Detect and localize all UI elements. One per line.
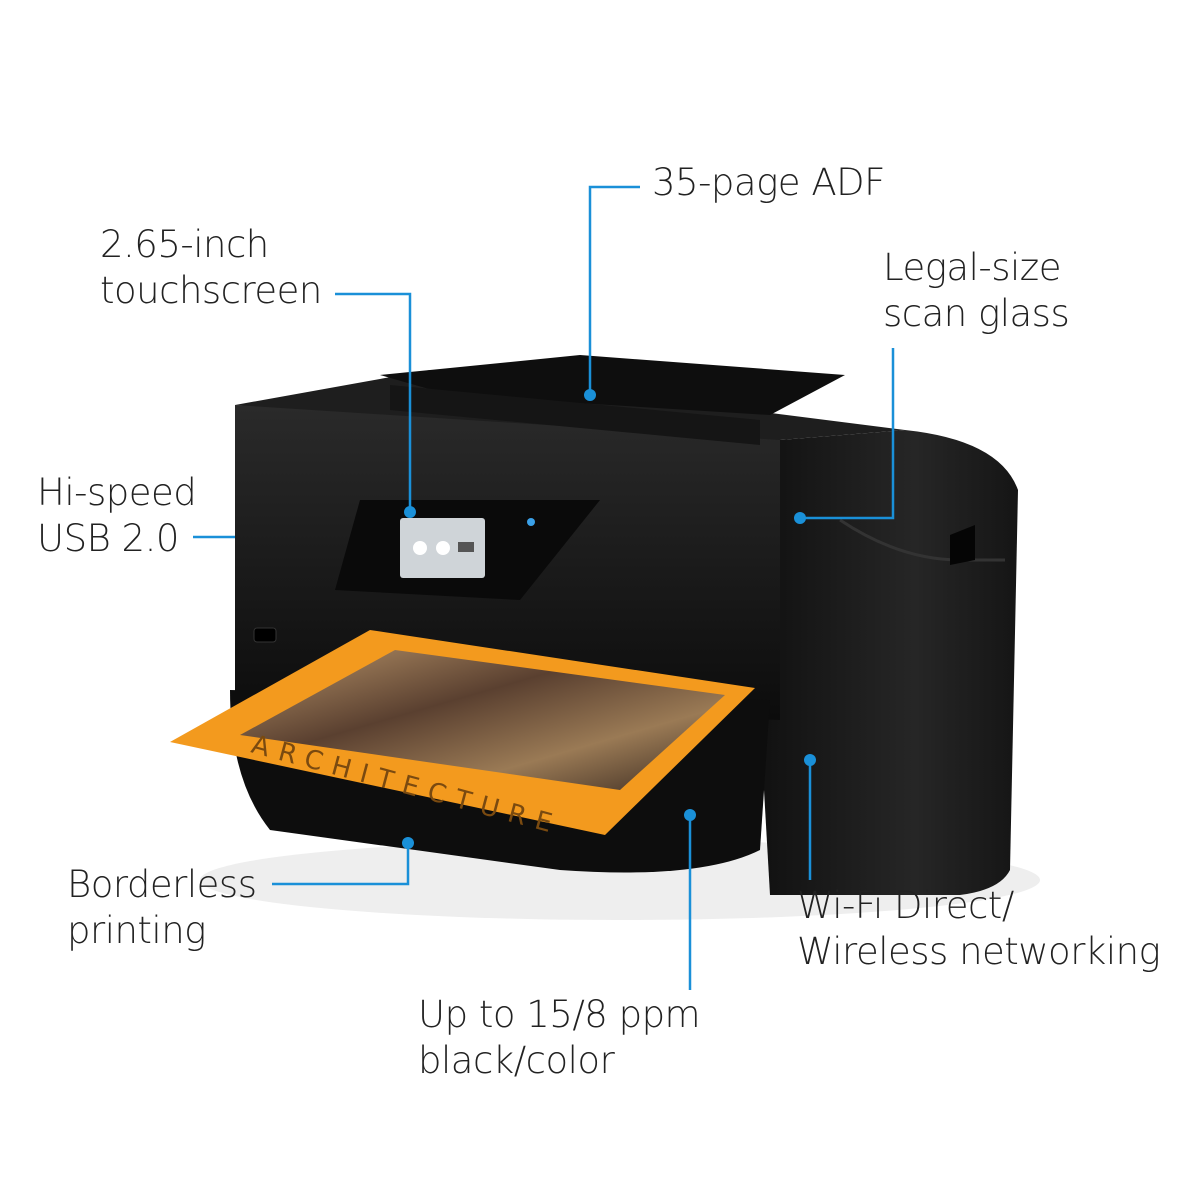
callout-text: printing xyxy=(67,909,206,952)
printer-right-body xyxy=(760,430,1018,895)
callout-text: USB 2.0 xyxy=(37,517,179,560)
wireless-dot xyxy=(804,754,816,766)
adf-tray xyxy=(380,355,845,415)
callout-text: Up to 15/8 ppm xyxy=(418,993,701,1036)
callout-text: 35-page ADF xyxy=(652,161,885,204)
adf-dot xyxy=(584,389,596,401)
callout-text: Borderless xyxy=(67,863,257,906)
callout-adf: 35-page ADF xyxy=(652,160,885,206)
callout-wireless: Wi-Fi Direct/ Wireless networking xyxy=(797,883,1161,975)
callout-text: touchscreen xyxy=(100,269,322,312)
callout-text: black/color xyxy=(418,1039,615,1082)
callout-usb: Hi-speed USB 2.0 xyxy=(37,470,197,562)
scan-glass-dot xyxy=(794,512,806,524)
callout-text: Wireless networking xyxy=(797,930,1161,973)
callout-text: scan glass xyxy=(883,292,1070,335)
wifi-led-icon xyxy=(527,518,535,526)
callout-text: Legal-size xyxy=(883,246,1061,289)
callout-speed: Up to 15/8 ppm black/color xyxy=(418,992,701,1084)
callout-text: Hi-speed xyxy=(37,471,197,514)
callout-lines xyxy=(193,185,895,990)
borderless-dot xyxy=(402,837,414,849)
callout-text: Wi-Fi Direct/ xyxy=(797,884,1014,927)
touchscreen-dot xyxy=(404,506,416,518)
callout-text: 2.65-inch xyxy=(100,223,269,266)
callout-scan-glass: Legal-size scan glass xyxy=(883,245,1070,337)
callout-borderless: Borderless printing xyxy=(67,862,257,954)
callout-touchscreen: 2.65-inch touchscreen xyxy=(100,222,322,314)
speed-dot xyxy=(684,809,696,821)
callout-dots xyxy=(402,389,816,849)
